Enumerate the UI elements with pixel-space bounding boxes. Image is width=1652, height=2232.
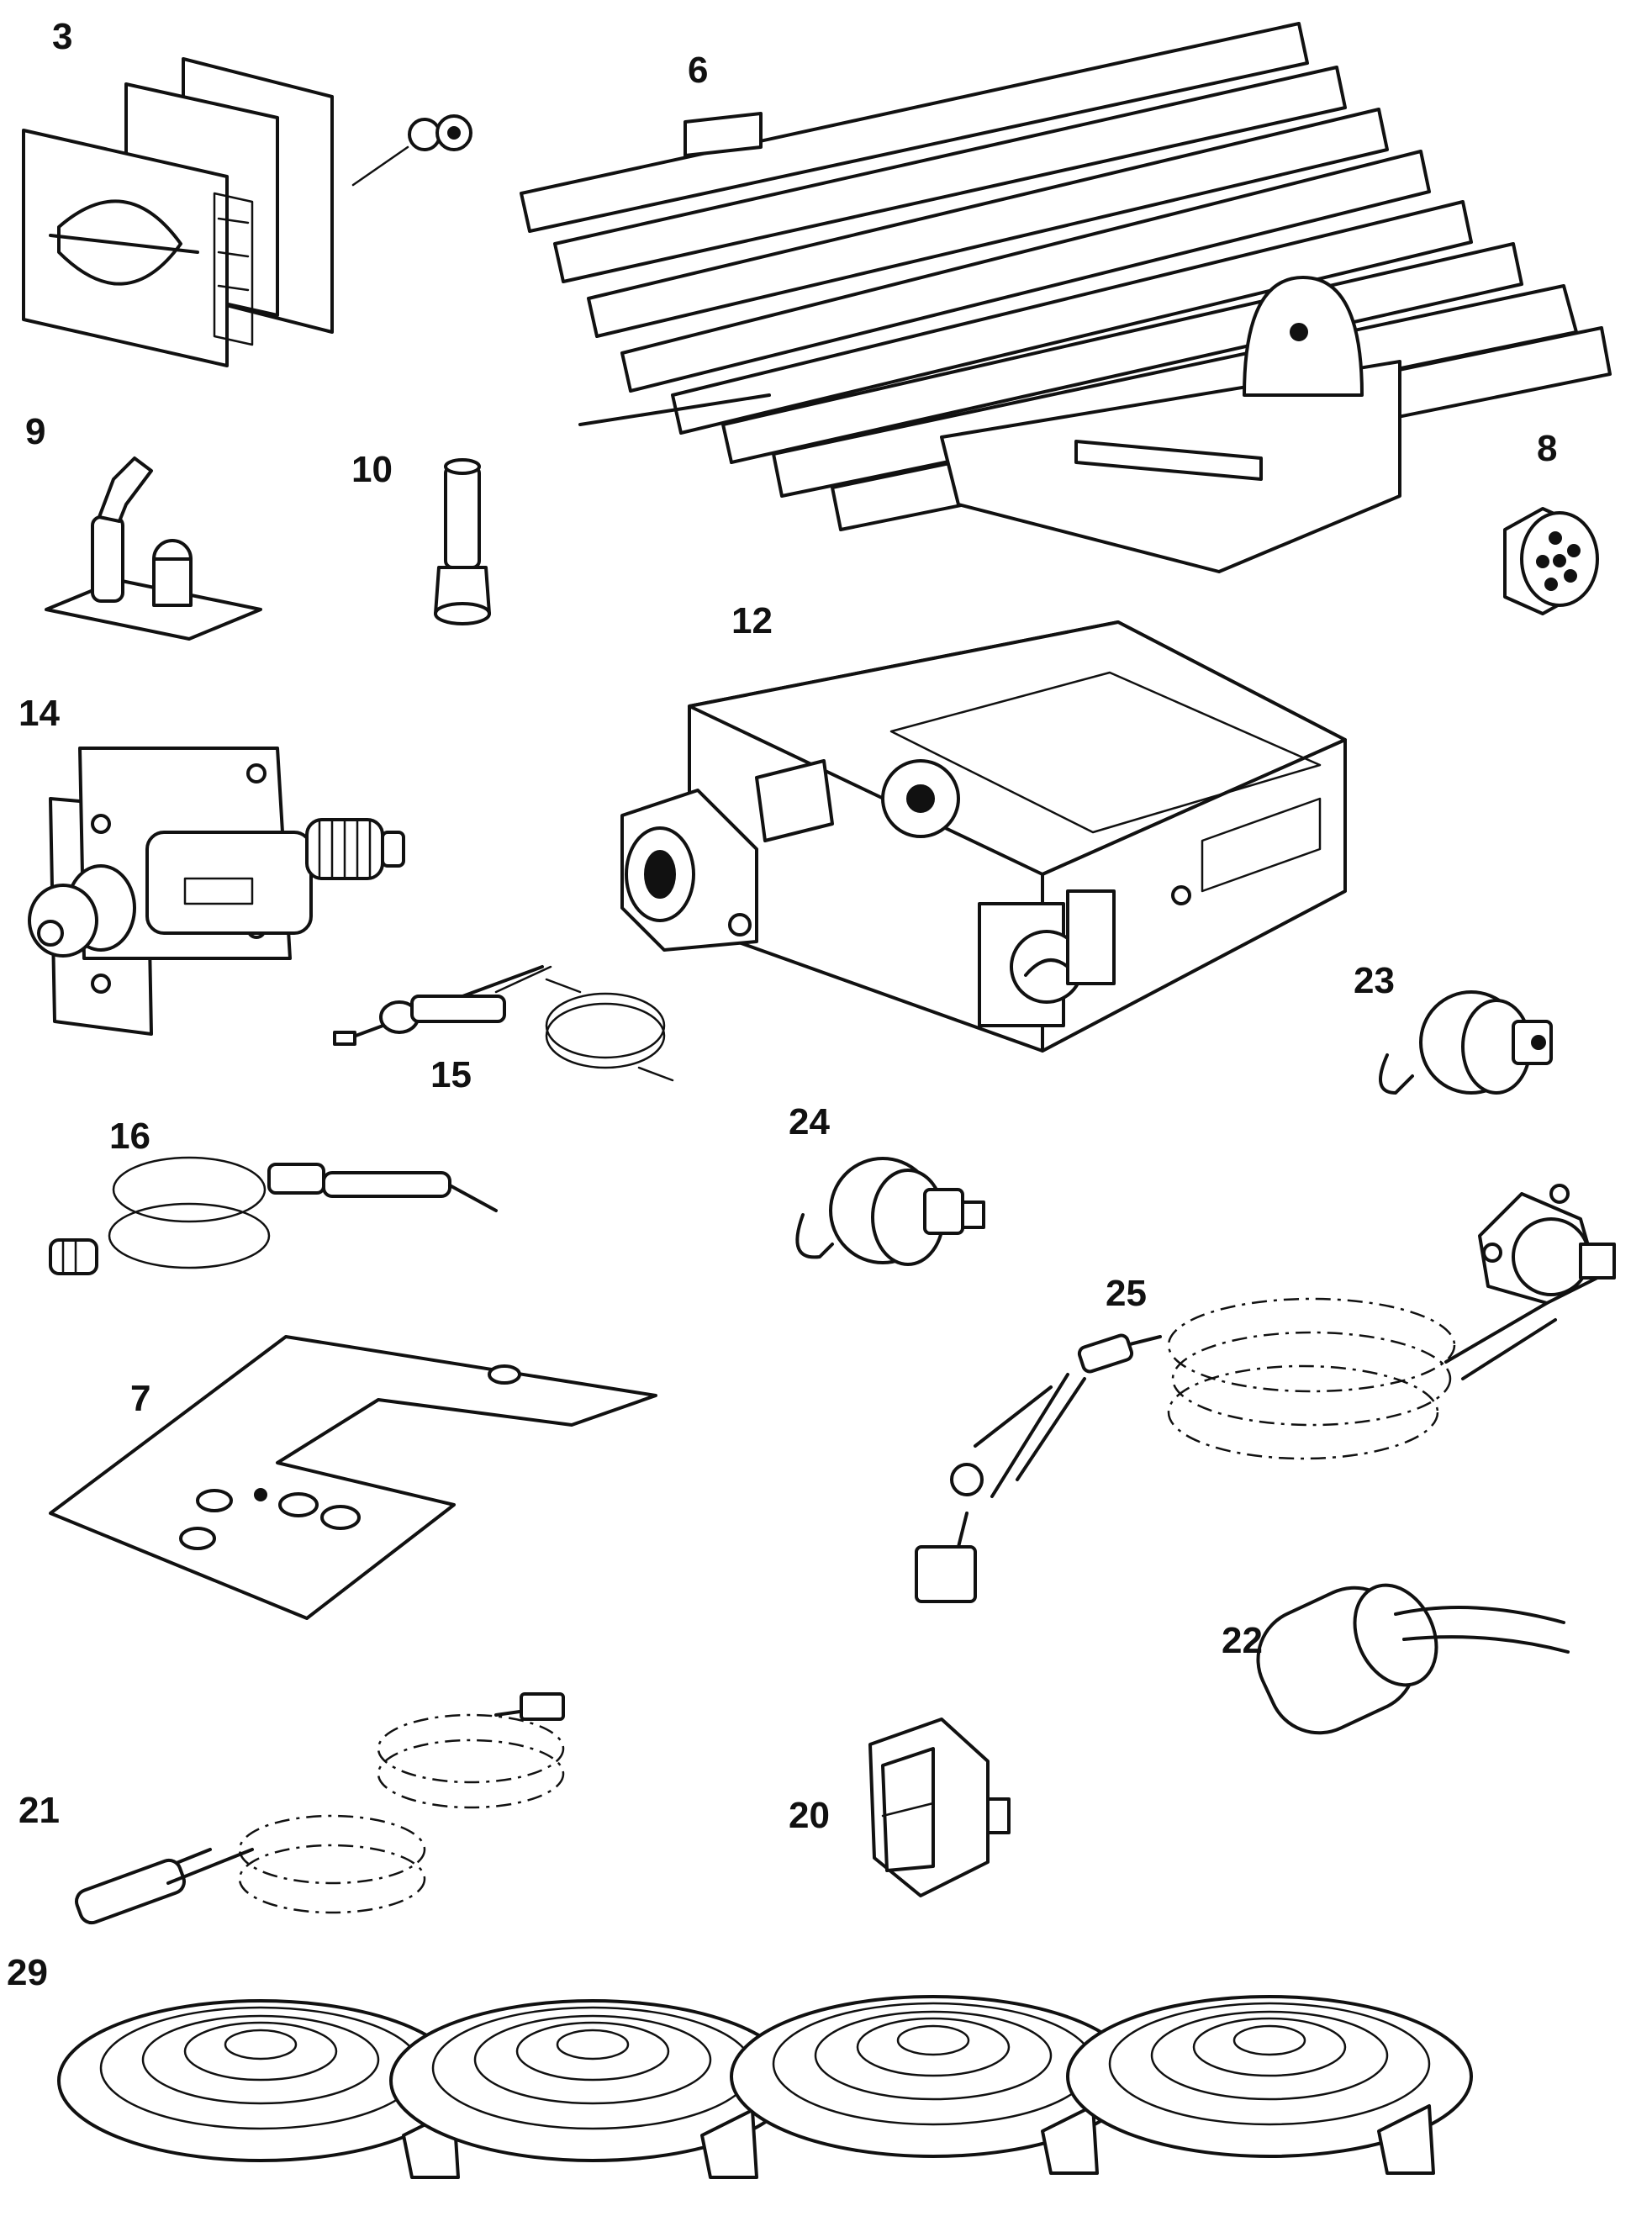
part-number-3: 3	[52, 16, 73, 57]
part-16-thermocouple	[49, 1156, 498, 1275]
part-number-12: 12	[731, 600, 773, 641]
part-number-20: 20	[789, 1795, 830, 1836]
part-15-electrode	[333, 965, 674, 1082]
part-23-thermostat	[1379, 990, 1553, 1095]
part-number-10: 10	[351, 449, 393, 490]
part-number-8: 8	[1537, 428, 1558, 469]
part-number-29: 29	[7, 1952, 48, 1993]
part-7-gasket	[49, 1335, 657, 1620]
part-number-22: 22	[1222, 1620, 1263, 1661]
part-number-23: 23	[1354, 960, 1395, 1001]
part-3-flue-baffle	[22, 57, 472, 367]
part-24-thermostat	[795, 1157, 985, 1266]
part-14-piezo-igniter	[28, 747, 405, 1036]
part-29-rope-seal	[57, 1995, 1473, 2179]
part-number-15: 15	[430, 1054, 472, 1095]
part-10-injector	[434, 458, 491, 625]
part-21-electrode-lead	[75, 1692, 565, 1925]
part-number-9: 9	[25, 411, 46, 452]
part-number-7: 7	[130, 1378, 151, 1419]
part-20-rocker-switch	[868, 1718, 1011, 1897]
part-number-25: 25	[1106, 1273, 1147, 1314]
part-number-14: 14	[18, 693, 60, 734]
part-number-6: 6	[688, 50, 709, 91]
part-25-overheat-thermostat	[915, 1184, 1616, 1603]
part-number-16: 16	[109, 1116, 150, 1157]
part-12-gas-valve	[620, 620, 1347, 1053]
part-number-24: 24	[789, 1101, 830, 1142]
part-number-21: 21	[18, 1790, 60, 1831]
part-22-capacitor	[1256, 1583, 1570, 1735]
part-9-pilot-burner	[45, 456, 262, 641]
part-8-nut	[1503, 507, 1599, 615]
part-6-burner-assembly	[520, 22, 1612, 573]
